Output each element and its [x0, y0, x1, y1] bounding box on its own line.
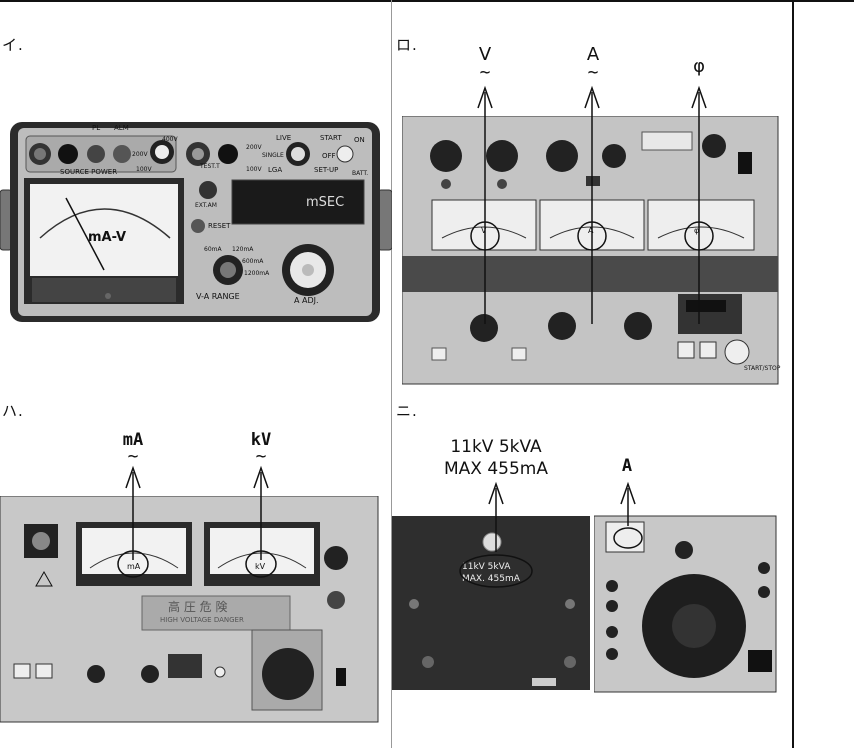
ro-meter-a: A [588, 226, 594, 235]
set-up-label: SET-UP [314, 166, 339, 174]
ni-plate-line-2: MAX. 455mA [462, 574, 520, 584]
ha-danger-en: HIGH VOLTAGE DANGER [160, 616, 244, 624]
device-i-photo [0, 122, 392, 322]
callout-phi: φ [693, 56, 705, 77]
live-label: LIVE [276, 134, 292, 142]
va-range-label: V-A RANGE [196, 292, 240, 301]
lga-label: LGA [268, 166, 283, 174]
rating-line-1: 11kV 5kVA [450, 437, 542, 457]
start-label: START [320, 134, 342, 142]
ro-meter-v: V [481, 226, 487, 235]
ha-danger-jp: 高 圧 危 険 [168, 600, 228, 614]
frame-right [792, 0, 794, 748]
range-1200ma-label: 1200mA [244, 270, 270, 277]
device-ha-photo [0, 496, 379, 723]
alm-label: ALM [114, 124, 129, 132]
frame-middle-vertical [391, 0, 392, 748]
frame-top [0, 0, 854, 2]
v200-label: 200V [132, 151, 148, 158]
ro-meter-phi: φ [694, 226, 700, 235]
batt-label: BATT. [352, 170, 369, 177]
off-label: OFF [322, 152, 336, 160]
a-adj-label: A ADJ. [294, 296, 319, 305]
ext-am-label: EXT.AM [195, 202, 217, 209]
ni-arrows [459, 481, 643, 588]
ro-start-stop: START/STOP [744, 365, 781, 372]
v100b-label: 100V [246, 166, 262, 173]
device-ni-transformer-photo [392, 516, 590, 690]
device-ro-photo [402, 116, 779, 385]
callout-ni-a: A [621, 456, 633, 476]
panel-label-i: イ. [2, 36, 24, 54]
v100-label: 100V [136, 166, 152, 173]
range-60ma-label: 60mA [204, 246, 222, 253]
display-text: mSEC [306, 195, 345, 210]
range-600ma-label: 600mA [242, 258, 264, 265]
callout-kv: kV [250, 430, 272, 450]
test-t-label: TEST.T [200, 163, 220, 170]
callout-a-tilde: ~ [587, 62, 599, 83]
source-power-label: SOURCE POWER [60, 168, 118, 176]
device-ni-regulator-photo [594, 515, 777, 693]
ha-meter-ma: mA [127, 562, 141, 571]
panel-label-ro: ロ. [396, 36, 418, 54]
single-label: SINGLE [262, 152, 284, 159]
callout-rating: 11kV 5kVA MAX 455mA [426, 436, 566, 480]
ni-plate-line-1: 11kV 5kVA [462, 562, 511, 572]
ro-arrows [470, 85, 714, 324]
range-120ma-label: 120mA [232, 246, 254, 253]
callout-v: V [478, 44, 492, 65]
panel-label-ha: ハ. [2, 402, 24, 420]
rating-line-2: MAX 455mA [444, 459, 548, 479]
callout-ma-tilde: ~ [127, 446, 139, 467]
ha-meter-kv: kV [255, 562, 266, 571]
v400-label: 400V [162, 136, 178, 143]
ha-arrows [117, 465, 277, 578]
callout-kv-tilde: ~ [255, 446, 267, 467]
callout-v-tilde: ~ [479, 62, 491, 83]
reset-label: RESET [208, 222, 231, 230]
callout-a: A [586, 44, 600, 65]
panel-label-ni: ニ. [396, 402, 418, 420]
on-label: ON [354, 136, 365, 144]
v200b-label: 200V [246, 144, 262, 151]
meter-scale-label: mA-V [88, 230, 127, 245]
callout-ma: mA [122, 430, 144, 450]
pl-label: PL [92, 124, 101, 132]
